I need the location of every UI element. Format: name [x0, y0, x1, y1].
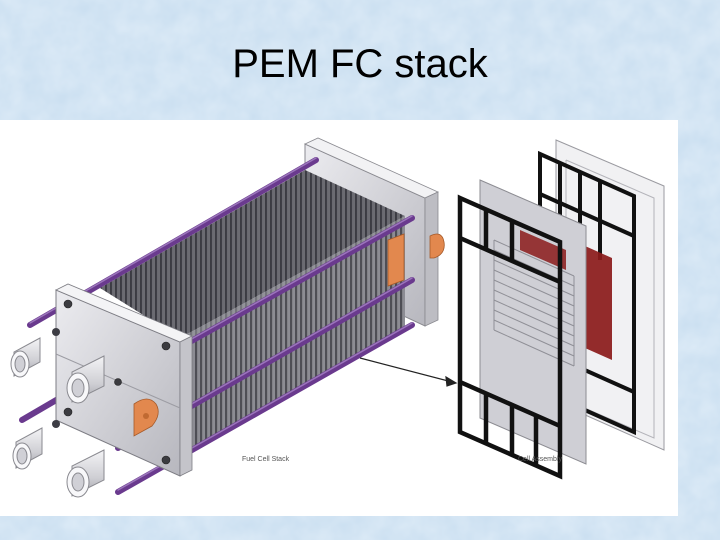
- pipe-bottom-left: [12, 427, 43, 470]
- front-gasket: [457, 194, 563, 480]
- stack-side-fins: [180, 216, 405, 460]
- stack-top-fins: [100, 170, 405, 338]
- cell-assembly: [359, 139, 665, 480]
- assembly-caption: Cell Assembly: [518, 456, 562, 463]
- rear-terminal-tab: [387, 233, 405, 287]
- pipe-top-left: [10, 337, 41, 378]
- pipe-top-right: [66, 355, 105, 404]
- fuel-cell-stack: [10, 137, 445, 498]
- stack-caption: Fuel Cell Stack: [242, 456, 290, 463]
- fuel-cell-illustration: Fuel Cell Stack Cell Assembly: [0, 120, 678, 516]
- bipolar-plate: [479, 179, 587, 465]
- pipe-bottom-right: [66, 449, 105, 498]
- rear-lug: [429, 233, 445, 259]
- front-plate-bolts: [63, 299, 171, 465]
- fuel-cell-drawing: Fuel Cell Stack Cell Assembly: [10, 137, 665, 498]
- manifold-pipes: [10, 337, 105, 498]
- slide-title: PEM FC stack: [232, 42, 488, 86]
- explode-arrow: [359, 357, 458, 387]
